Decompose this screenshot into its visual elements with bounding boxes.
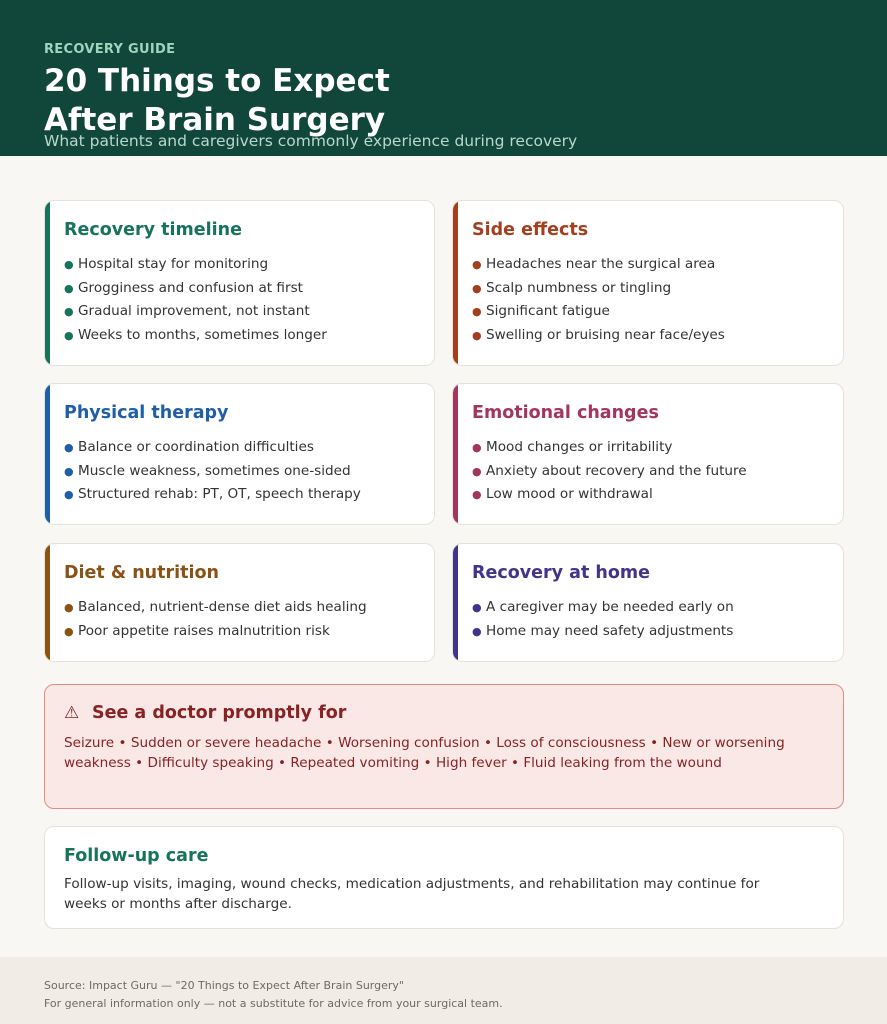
accent-bar: [45, 544, 50, 661]
followup-card: Follow-up care Follow-up visits, imaging…: [44, 826, 844, 929]
footer-source: Source: Impact Guru — "20 Things to Expe…: [44, 979, 404, 992]
followup-text: Follow-up visits, imaging, wound checks,…: [64, 876, 760, 912]
card-diet-nutrition: Diet & nutrition ●Balanced, nutrient-den…: [44, 543, 435, 662]
card-title: Recovery timeline: [64, 220, 242, 240]
card-list: ●Headaches near the surgical area ●Scalp…: [472, 253, 725, 348]
list-item: ●Poor appetite raises malnutrition risk: [64, 622, 330, 639]
accent-bar: [45, 384, 50, 524]
alert-title: See a doctor promptly for: [92, 703, 347, 723]
accent-bar: [453, 544, 458, 661]
card-list: ●Balanced, nutrient-dense diet aids heal…: [64, 596, 367, 643]
accent-bar: [453, 384, 458, 524]
alert-text: Seizure • Sudden or severe headache • Wo…: [64, 735, 785, 771]
card-title: Diet & nutrition: [64, 563, 219, 583]
card-title: Recovery at home: [472, 563, 650, 583]
list-item: ●Home may need safety adjustments: [472, 622, 734, 639]
card-list: ●A caregiver may be needed early on ●Hom…: [472, 596, 734, 643]
eyebrow-label: RECOVERY GUIDE: [44, 42, 176, 57]
list-item: ●Headaches near the surgical area: [472, 256, 716, 272]
card-emotional-changes: Emotional changes ●Mood changes or irrit…: [452, 383, 844, 525]
header-banner: RECOVERY GUIDE 20 Things to Expect After…: [0, 0, 887, 156]
card-recovery-timeline: Recovery timeline ●Hospital stay for mon…: [44, 200, 435, 366]
footer: Source: Impact Guru — "20 Things to Expe…: [0, 957, 887, 1024]
card-title: Physical therapy: [64, 403, 229, 423]
warning-icon: ⚠: [64, 703, 80, 723]
card-list: ●Hospital stay for monitoring ●Groggines…: [64, 253, 327, 348]
card-side-effects: Side effects ●Headaches near the surgica…: [452, 200, 844, 366]
list-item: ●Balanced, nutrient-dense diet aids heal…: [64, 599, 367, 615]
page-subtitle: What patients and caregivers commonly ex…: [44, 132, 578, 150]
card-physical-therapy: Physical therapy ●Balance or coordinatio…: [44, 383, 435, 525]
list-item: ●Mood changes or irritability: [472, 439, 673, 455]
alert-title-row: ⚠ See a doctor promptly for: [64, 703, 346, 723]
card-title: Side effects: [472, 220, 589, 240]
followup-title: Follow-up care: [64, 846, 209, 866]
list-item: ●Low mood or withdrawal: [472, 486, 653, 503]
list-item: ●Anxiety about recovery and the future: [472, 462, 747, 479]
card-list: ●Mood changes or irritability ●Anxiety a…: [472, 436, 747, 507]
list-item: ●Gradual improvement, not instant: [64, 303, 310, 320]
list-item: ●Balance or coordination difficulties: [64, 439, 314, 455]
list-item: ●Swelling or bruising near face/eyes: [472, 327, 725, 344]
list-item: ●Grogginess and confusion at first: [64, 279, 304, 296]
list-item: ●Structured rehab: PT, OT, speech therap…: [64, 486, 361, 503]
accent-bar: [45, 201, 50, 365]
list-item: ●Scalp numbness or tingling: [472, 279, 672, 296]
list-item: ●Muscle weakness, sometimes one-sided: [64, 462, 351, 479]
card-recovery-at-home: Recovery at home ●A caregiver may be nee…: [452, 543, 844, 662]
doctor-alert-box: ⚠ See a doctor promptly for Seizure • Sud…: [44, 684, 844, 809]
card-title: Emotional changes: [472, 403, 659, 423]
card-list: ●Balance or coordination difficulties ●M…: [64, 436, 361, 507]
list-item: ●A caregiver may be needed early on: [472, 599, 734, 615]
accent-bar: [453, 201, 458, 365]
page-title: 20 Things to Expect After Brain Surgery: [44, 63, 390, 138]
list-item: ●Hospital stay for monitoring: [64, 256, 269, 272]
footer-disclaimer: For general information only — not a sub…: [44, 997, 503, 1010]
list-item: ●Significant fatigue: [472, 303, 610, 320]
list-item: ●Weeks to months, sometimes longer: [64, 327, 327, 344]
